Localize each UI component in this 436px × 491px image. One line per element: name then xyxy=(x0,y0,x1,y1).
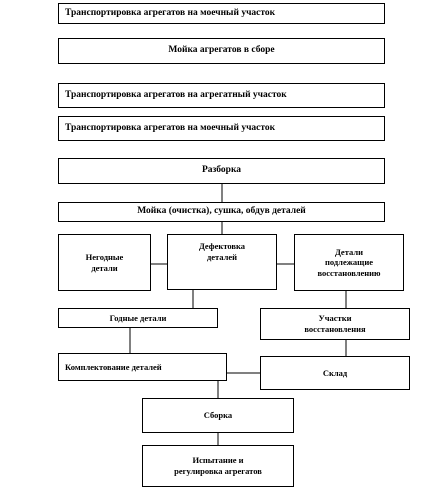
node-parts-for-restoration: Детали подлежащие восстановлению xyxy=(294,234,404,291)
node-transport-to-aggregate: Транспортировка агрегатов на агрегатный … xyxy=(58,83,385,108)
node-warehouse: Склад xyxy=(260,356,410,390)
node-disassembly: Разборка xyxy=(58,158,385,184)
node-defect-inspection: Дефектовка деталей xyxy=(167,234,277,290)
node-assembly: Сборка xyxy=(142,398,294,433)
node-parts-kitting: Комплектование деталей xyxy=(58,353,227,381)
node-restoration-sections: Участки восстановления xyxy=(260,308,410,340)
node-good-parts: Годные детали xyxy=(58,308,218,328)
node-washing-drying: Мойка (очистка), сушка, обдув деталей xyxy=(58,202,385,222)
node-testing-adjustment: Испытание и регулировка агрегатов xyxy=(142,445,294,487)
node-defective-parts: Негодные детали xyxy=(58,234,151,291)
node-transport-to-washing-2: Транспортировка агрегатов на моечный уча… xyxy=(58,116,385,141)
node-transport-to-washing: Транспортировка агрегатов на моечный уча… xyxy=(58,3,385,24)
node-washing-assembled: Мойка агрегатов в сборе xyxy=(58,38,385,64)
